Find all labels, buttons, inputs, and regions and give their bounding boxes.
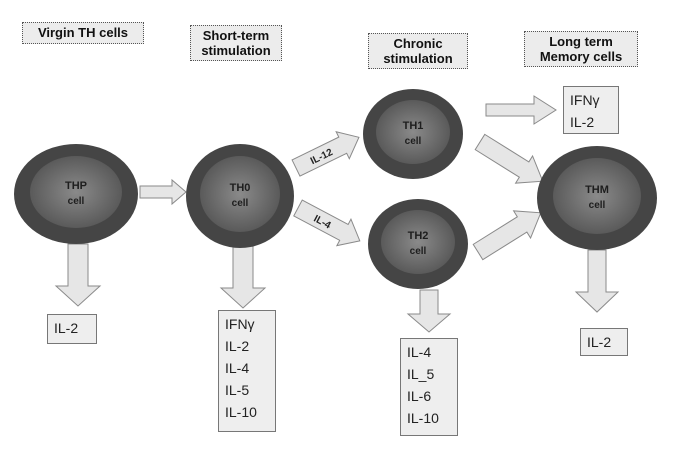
cell-th1: TH1 cell bbox=[363, 89, 463, 179]
arrow-th0-to-th1: IL-12 bbox=[291, 130, 360, 177]
cell-th2: TH2 cell bbox=[368, 199, 468, 289]
cytokine-item: IL-10 bbox=[407, 410, 439, 426]
cell-th0-sublabel: cell bbox=[232, 198, 249, 209]
arrow-th1-to-thm bbox=[474, 133, 544, 184]
cytokine-box-th2: IL-4 IL_5 IL-6 IL-10 bbox=[400, 338, 458, 436]
cytokine-box-thm: IL-2 bbox=[580, 328, 628, 356]
cell-th0-label: TH0 bbox=[230, 182, 251, 194]
header-chronic-stimulation: Chronic stimulation bbox=[368, 33, 468, 69]
arrow-th1-to-cytokines bbox=[485, 95, 557, 125]
cytokine-item: IFNγ bbox=[225, 316, 255, 332]
arrow-th2-down bbox=[406, 289, 452, 333]
arrow-th2-to-thm bbox=[472, 210, 542, 261]
cytokine-item: IFNγ bbox=[570, 92, 600, 108]
cytokine-item: IL-10 bbox=[225, 404, 257, 420]
cytokine-item: IL-4 bbox=[225, 360, 250, 376]
cytokine-item: IL-4 bbox=[407, 344, 432, 360]
cytokine-item: IL-2 bbox=[225, 338, 250, 354]
cell-thp-sublabel: cell bbox=[68, 196, 85, 207]
cytokine-item: IL-5 bbox=[225, 382, 250, 398]
cell-thm: THM cell bbox=[537, 146, 657, 250]
cell-th2-label: TH2 bbox=[408, 230, 429, 242]
cell-th1-sublabel: cell bbox=[405, 136, 422, 147]
header-long-term-memory-cells: Long term Memory cells bbox=[524, 31, 638, 67]
cytokine-box-th1: IFNγ IL-2 bbox=[563, 86, 619, 134]
arrow-thp-to-th0 bbox=[139, 178, 187, 206]
cell-thp: THP cell bbox=[14, 144, 138, 244]
header-short-term-stimulation: Short-term stimulation bbox=[190, 25, 282, 61]
cytokine-item: IL-2 bbox=[570, 114, 595, 130]
cell-th2-sublabel: cell bbox=[410, 246, 427, 257]
arrow-thp-down bbox=[54, 243, 102, 307]
cell-thp-label: THP bbox=[65, 180, 87, 192]
arrow-thm-down bbox=[574, 249, 620, 313]
cytokine-item: IL-2 bbox=[587, 334, 612, 350]
cell-th1-label: TH1 bbox=[403, 120, 424, 132]
cytokine-box-th0: IFNγ IL-2 IL-4 IL-5 IL-10 bbox=[218, 310, 276, 432]
cytokine-item: IL-2 bbox=[54, 320, 79, 336]
header-virgin-th-cells: Virgin TH cells bbox=[22, 22, 144, 44]
cytokine-item: IL-6 bbox=[407, 388, 432, 404]
arrow-th0-down bbox=[219, 244, 267, 309]
cytokine-box-thp: IL-2 bbox=[47, 314, 97, 344]
cell-thm-sublabel: cell bbox=[589, 200, 606, 211]
cell-th0: TH0 cell bbox=[186, 144, 294, 248]
cytokine-item: IL_5 bbox=[407, 366, 435, 382]
cell-thm-label: THM bbox=[585, 184, 609, 196]
arrow-th0-to-th2: IL-4 bbox=[293, 199, 361, 247]
